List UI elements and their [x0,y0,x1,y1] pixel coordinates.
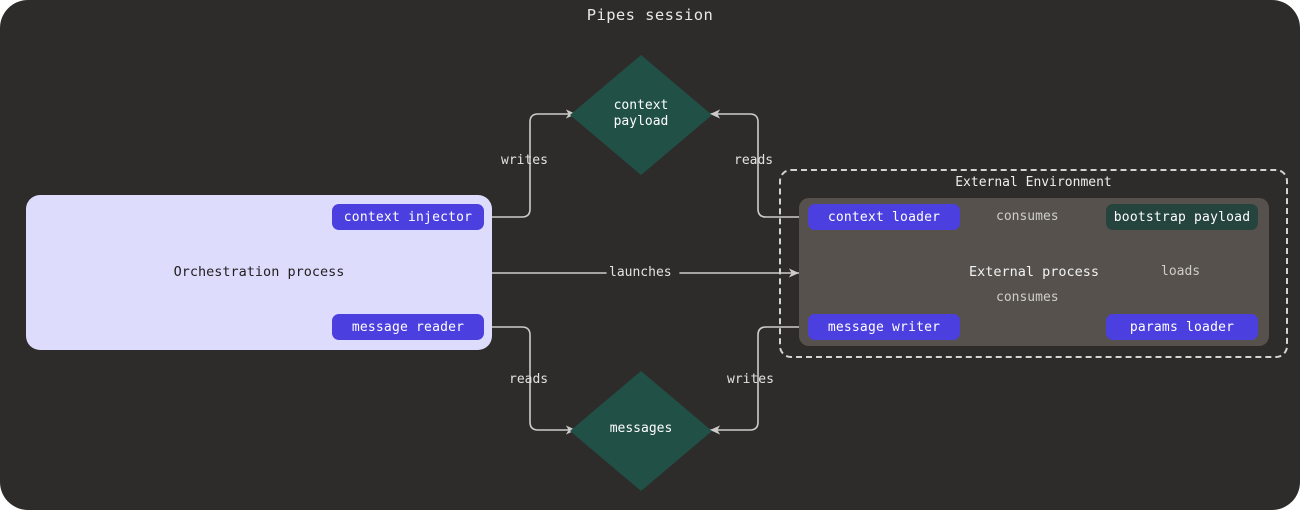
node-messages[interactable]: messages [566,421,716,437]
node-bootstrap-payload[interactable]: bootstrap payload [1106,204,1258,230]
edge-label-consumes-context: consumes [996,209,1059,224]
context-payload-diamond [570,55,712,175]
edge-label-writes-top: writes [501,153,548,168]
messages-diamond [570,371,712,491]
node-context-loader[interactable]: context loader [808,204,960,230]
edge-reads-top [709,109,807,218]
page-title: Pipes session [586,6,714,24]
node-params-loader[interactable]: params loader [1106,314,1258,340]
messages-line1: messages [609,421,673,436]
context-payload-line2: payload [613,114,669,129]
edge-label-loads: loads [1161,264,1201,279]
node-context-injector[interactable]: context injector [332,204,484,230]
external-process-label: External process [968,264,1100,280]
context-payload-line1: context [613,98,669,113]
node-message-writer[interactable]: message writer [808,314,960,340]
diamond-shapes [570,55,712,491]
edge-writes-bot [709,326,807,435]
edge-reads-bot [483,326,577,435]
edge-label-reads-top: reads [734,153,774,168]
external-environment-container [779,169,1288,358]
edge-label-writes-bottom: writes [727,372,774,387]
edge-writes-top [483,109,577,218]
edge-label-consumes-writer: consumes [996,290,1059,305]
node-message-reader[interactable]: message reader [332,314,484,340]
edge-label-launches: launches [609,265,672,280]
external-environment-label: External Environment [955,175,1112,190]
orchestration-process-label: Orchestration process [173,264,345,280]
edge-label-reads-bottom: reads [509,372,549,387]
